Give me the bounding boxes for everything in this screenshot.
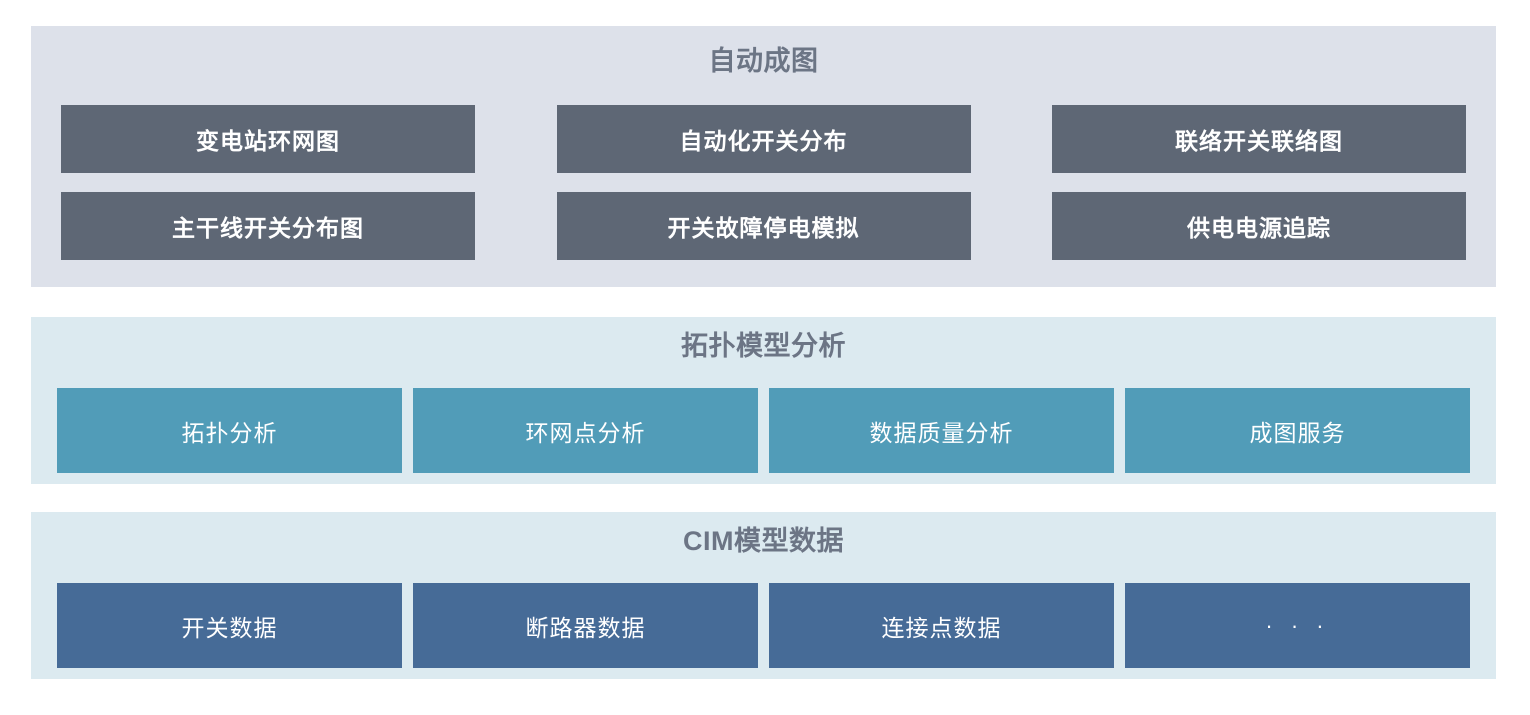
button-power-supply-source-tracing[interactable]: 供电电源追踪 [1052,192,1466,260]
panel-cim-model-data: CIM模型数据 开关数据 断路器数据 连接点数据 · · · [31,512,1496,679]
button-circuit-breaker-data[interactable]: 断路器数据 [413,583,758,668]
button-mapping-service[interactable]: 成图服务 [1125,388,1470,473]
panel-automap-title: 自动成图 [708,46,819,76]
button-connectivity-node-data[interactable]: 连接点数据 [769,583,1114,668]
button-substation-ring-network-diagram[interactable]: 变电站环网图 [61,105,475,173]
button-tie-switch-connection-diagram[interactable]: 联络开关联络图 [1052,105,1466,173]
panel-automap: 自动成图 变电站环网图 自动化开关分布 联络开关联络图 主干线开关分布图 开关故… [31,26,1496,287]
panel-topology-title: 拓扑模型分析 [681,331,846,361]
topology-items-row: 拓扑分析 环网点分析 数据质量分析 成图服务 [57,388,1470,473]
button-ring-network-point-analysis[interactable]: 环网点分析 [413,388,758,473]
automap-row-1: 变电站环网图 自动化开关分布 联络开关联络图 [61,105,1466,173]
automap-row-2: 主干线开关分布图 开关故障停电模拟 供电电源追踪 [61,192,1466,260]
panel-topology-model-analysis: 拓扑模型分析 拓扑分析 环网点分析 数据质量分析 成图服务 [31,317,1496,484]
button-more-data-ellipsis[interactable]: · · · [1125,583,1470,668]
button-trunk-line-switch-distribution-diagram[interactable]: 主干线开关分布图 [61,192,475,260]
button-topology-analysis[interactable]: 拓扑分析 [57,388,402,473]
button-switch-data[interactable]: 开关数据 [57,583,402,668]
panel-cim-title: CIM模型数据 [683,526,844,556]
button-data-quality-analysis[interactable]: 数据质量分析 [769,388,1114,473]
button-automation-switch-distribution[interactable]: 自动化开关分布 [556,105,971,173]
button-switch-fault-outage-simulation[interactable]: 开关故障停电模拟 [556,192,971,260]
cim-items-row: 开关数据 断路器数据 连接点数据 · · · [57,583,1470,668]
